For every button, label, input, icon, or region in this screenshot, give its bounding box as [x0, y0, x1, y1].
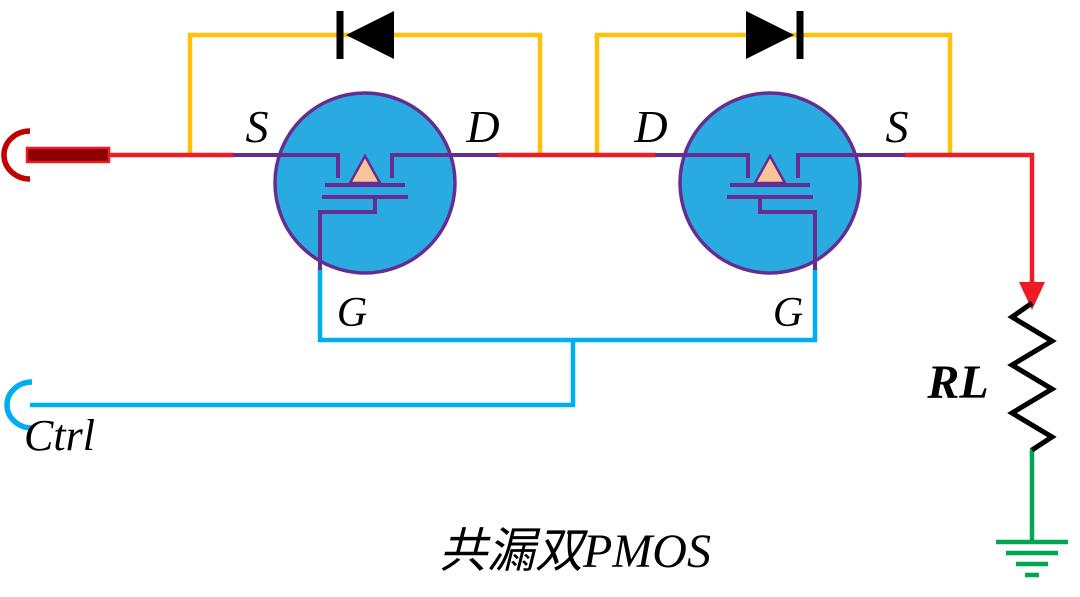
ctrl-wire: [30, 340, 576, 408]
diode-cathode-right-icon: [746, 11, 804, 59]
input-terminal-bar: [25, 146, 111, 164]
pmos-right-body-arrow-icon: [752, 153, 788, 185]
diode-left-triangle: [346, 11, 394, 59]
diode-cathode-left-icon: [336, 11, 394, 59]
power-wires: [106, 152, 1035, 286]
label-source-left: S: [246, 101, 269, 152]
label-drain-left: D: [465, 101, 499, 152]
output-wire: [904, 152, 1035, 286]
pmos-left-gate-lead: [318, 197, 377, 270]
input-terminal-icon: [1, 128, 31, 182]
gate-wires: [4, 268, 818, 431]
ctrl-terminal-icon: [4, 379, 33, 431]
earth-ground-icon: [996, 539, 1068, 578]
gate-bus-wire: [317, 268, 818, 343]
diode-right-triangle: [746, 11, 794, 59]
diagram-title: 共漏双PMOS: [439, 525, 711, 578]
pmos-left-body-arrow-icon: [347, 153, 383, 185]
label-source-right: S: [886, 101, 909, 152]
label-gate-right: G: [773, 290, 803, 336]
label-rl: RL: [926, 356, 988, 409]
label-gate-left: G: [337, 290, 367, 336]
pmos-right-gate-lead: [758, 197, 817, 270]
mosfet-leads: [233, 153, 905, 270]
ground-wires: [996, 448, 1068, 578]
pmos-right-source-lead: [796, 153, 905, 178]
label-drain-right: D: [633, 101, 667, 152]
pmos-left-source-lead: [233, 153, 340, 178]
pmos-right-drain-lead: [655, 153, 750, 178]
label-ctrl: Ctrl: [24, 411, 95, 460]
current-direction-arrow-icon: [1019, 282, 1045, 310]
pmos-left-drain-lead: [390, 153, 498, 178]
resistor-zigzag-icon: [1007, 300, 1057, 453]
